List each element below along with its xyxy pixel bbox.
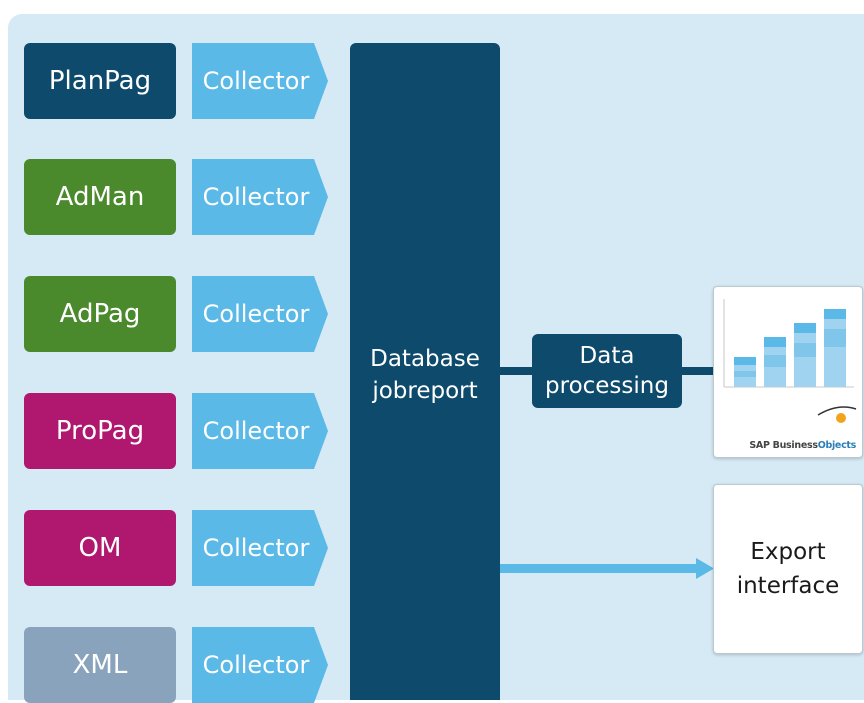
data-processing-line1: Data (579, 343, 635, 369)
db-to-processing-connector (500, 367, 532, 375)
database-block (350, 43, 500, 700)
collector-om: Collector (192, 510, 328, 586)
export-line2: interface (736, 573, 840, 599)
source-om: OM (24, 510, 176, 586)
source-adpag: AdPag (24, 276, 176, 352)
processing-to-bo-connector (682, 367, 714, 375)
export-line1: Export (750, 539, 826, 565)
collector-propag: Collector (192, 393, 328, 469)
database-label: Database jobreport (350, 343, 500, 407)
source-planpag: PlanPag (24, 43, 176, 119)
source-propag: ProPag (24, 393, 176, 469)
data-processing-line2: processing (545, 373, 669, 399)
collector-label: Collector (202, 651, 310, 679)
sap-business-objects-logo: SAP BusinessObjects (749, 440, 856, 451)
db-to-export-arrow-shaft (500, 564, 698, 573)
source-adman: AdMan (24, 159, 176, 235)
collector-adpag: Collector (192, 276, 328, 352)
data-processing-box: Data processing (532, 334, 682, 408)
collector-planpag: Collector (192, 43, 328, 119)
collector-label: Collector (202, 67, 310, 95)
collector-label: Collector (202, 183, 310, 211)
collector-label: Collector (202, 534, 310, 562)
database-label-line2: jobreport (372, 378, 478, 404)
database-label-line1: Database (370, 346, 480, 372)
export-interface-box: Export interface (713, 484, 863, 654)
business-objects-box: SAP BusinessObjects (713, 286, 863, 458)
collector-adman: Collector (192, 159, 328, 235)
source-xml: XML (24, 627, 176, 703)
collector-xml: Collector (192, 627, 328, 703)
bar-chart-icon (723, 299, 857, 423)
collector-label: Collector (202, 417, 310, 445)
collector-label: Collector (202, 300, 310, 328)
db-to-export-arrowhead (696, 558, 714, 579)
